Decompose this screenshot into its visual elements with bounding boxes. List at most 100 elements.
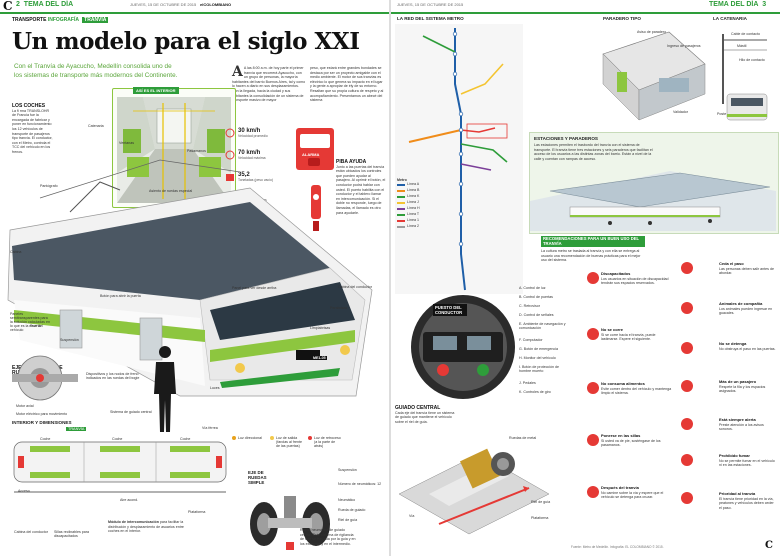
legend-line-a: Línea A: [407, 182, 420, 186]
dim-tram-label: TRANVÍA: [66, 427, 87, 431]
drop-cap: A: [232, 64, 243, 80]
label-motor-axial: Motor axial: [16, 404, 34, 408]
cabina-item-d: D. Control de señales: [519, 313, 554, 317]
intercom-note: Módulo de intercomunicación para facilit…: [108, 520, 184, 534]
piba-text: Junto a las puertas del tranvía están ub…: [336, 164, 386, 215]
label-paneles: Paneles semitransparentes para la soluci…: [10, 312, 50, 332]
stat-2: 35,2 Toneladas (peso vacío): [238, 172, 278, 182]
alarm-button-icon: [308, 158, 320, 166]
piba-box: PIBA AYUDA Junto a las puertas del tranv…: [336, 160, 386, 215]
tag-infografia: INFOGRAFÍA: [47, 17, 79, 23]
priority-icon: [681, 492, 693, 504]
coches-text: La fi rma TRANSLOHR de Francia fue la en…: [12, 108, 53, 154]
stat-1: 70 km/h Velocidad máxima: [238, 150, 278, 160]
legend-swatch-retroceso: [308, 436, 312, 440]
recom-text: La cultura metro se traslada al tranvía …: [541, 249, 641, 263]
tram-illustration: [7, 159, 373, 397]
map-title: LA RED DEL SISTEMA METRO: [397, 16, 464, 21]
source-credit: Fuente: Metro de Medellín. Infografía: E…: [571, 545, 664, 549]
legend-swatch-direccional: [232, 436, 236, 440]
catenaria-illustration: [722, 34, 768, 121]
dim-sillas: Sillas reclinables para discapacitados: [54, 530, 89, 538]
label-axle-rueda-guia: Rueda de guiado: [338, 508, 366, 512]
legend-line-h: Línea H: [407, 206, 420, 210]
interior-title: ASÍ ES EL INTERIOR: [133, 87, 179, 94]
interior-dimensions-title: INTERIOR Y DIMENSIONES: [12, 420, 72, 425]
brand-footer-icon: C: [765, 540, 773, 551]
stat-value: 35,2: [238, 172, 250, 178]
legend-retroceso: Luz de retroceso (a la parte de atrás): [314, 436, 341, 448]
alarm-handle-icon: [311, 185, 321, 231]
tram-warning-icon: [587, 486, 599, 498]
label-plataforma: Plataforma: [531, 516, 549, 520]
label-cabina-conductor: Cabina del conductor: [338, 285, 372, 289]
label-parabrisas: Parabrisas: [330, 306, 348, 310]
right-header: JUEVES, 15 DE OCTUBRE DE 2015 TEMA DEL D…: [391, 0, 780, 14]
stat-label: Velocidad promedio: [238, 134, 268, 138]
dim-coche-1: Coche: [40, 437, 51, 441]
legend-salida: Luz de salida (farolas al frente de las …: [276, 436, 302, 448]
label-luces: Luces: [210, 386, 220, 390]
legend-line-t-swatch: [397, 214, 405, 216]
right-section-title: TEMA DEL DÍA: [709, 1, 759, 8]
give-way-icon: [681, 262, 693, 274]
label-validador: Validador: [673, 110, 688, 114]
estaciones-text: Las estaciones permiten el trasbordo del…: [534, 143, 653, 161]
label-asiento-ruedas: Asiento de ruedas especial: [149, 189, 193, 193]
cabina-item-f: F. Computador: [519, 338, 543, 342]
legend-line-b-swatch: [397, 190, 405, 192]
label-hilo: Hilo de contacto: [739, 58, 765, 62]
estaciones-title: ESTACIONES Y PARADEROS: [534, 136, 598, 141]
right-page-number: 3: [762, 1, 767, 8]
label-puerta: Puerta: [30, 324, 41, 328]
alarm-label: ALARMA: [302, 152, 320, 157]
estaciones-box: ESTACIONES Y PARADEROS Las estaciones pe…: [529, 132, 779, 234]
cabina-item-e: E. Ambiente de navegación y comunicación: [519, 322, 566, 330]
legend-line-j: Línea J: [407, 200, 419, 204]
label-boton-puerta: Botón para abrir la puerta: [100, 294, 141, 298]
date-line: JUEVES, 15 DE OCTUBRE DE 2015: [130, 2, 197, 7]
recom-title: RECOMENDACIONES PARA UN BUEN USO DEL TRA…: [541, 236, 645, 248]
stat-value: 30 km/h: [238, 128, 261, 134]
dim-aire: Aire acond.: [120, 498, 139, 502]
paradero-title: PARADERO TIPO: [603, 16, 641, 21]
label-ventanas: Ventanas: [119, 141, 134, 145]
person-scale-icon: [154, 346, 176, 432]
cabina-item-g: G. Botón de emergencia: [519, 347, 558, 351]
legend-line-a-swatch: [397, 184, 405, 186]
brand-logo-icon: C: [3, 0, 13, 13]
cabina-item-h: H. Monitor del vehículo: [519, 356, 556, 360]
recomendaciones-box: RECOMENDACIONES PARA UN BUEN USO DEL TRA…: [541, 236, 645, 263]
alarm-screen: [300, 134, 330, 148]
dim-via: Vía férrea: [202, 426, 218, 430]
stat-label: Toneladas (peso vacío): [238, 178, 274, 182]
label-ingreso: Ingreso de pasajeros: [667, 44, 701, 48]
no-food-icon: [587, 382, 599, 394]
guiado-title: GUIADO CENTRAL: [395, 405, 441, 411]
catenaria-title: LA CATENARIA: [713, 16, 747, 21]
metro-map: [395, 24, 523, 294]
paradero-illustration: [602, 31, 706, 121]
left-header: C 2 TEMA DEL DÍA JUEVES, 15 DE OCTUBRE D…: [0, 0, 389, 14]
legend-line-b: Línea B: [407, 188, 420, 192]
page-title: Un modelo para el siglo XXI: [12, 28, 360, 55]
brand-name: elCOLOMBIANO: [200, 2, 232, 7]
wheelchair-icon: [587, 272, 599, 284]
guiado-illustration: [399, 448, 549, 535]
axle-note: Rueda neumática de guiado central. Este …: [300, 528, 356, 546]
cabina-item-c: C. Retrovisor: [519, 304, 540, 308]
dim-coche-2: Coche: [112, 437, 123, 441]
label-via: Vía: [409, 514, 415, 518]
dim-acceso: Acceso: [18, 489, 30, 493]
label-mastil: Mástil: [737, 44, 747, 48]
legend-direccional: Luz direccional: [238, 436, 262, 440]
floor-plan: [13, 441, 227, 493]
cabina-item-i: I. Botón de protección de hombre muerto: [519, 365, 559, 373]
left-page: C 2 TEMA DEL DÍA JUEVES, 15 DE OCTUBRE D…: [0, 0, 389, 556]
section-title: TEMA DEL DÍA: [23, 1, 74, 8]
stat-label: Velocidad máxima: [238, 156, 266, 160]
no-smoking-icon: [681, 454, 693, 466]
label-pantografo: Pantógrafo: [40, 184, 58, 188]
